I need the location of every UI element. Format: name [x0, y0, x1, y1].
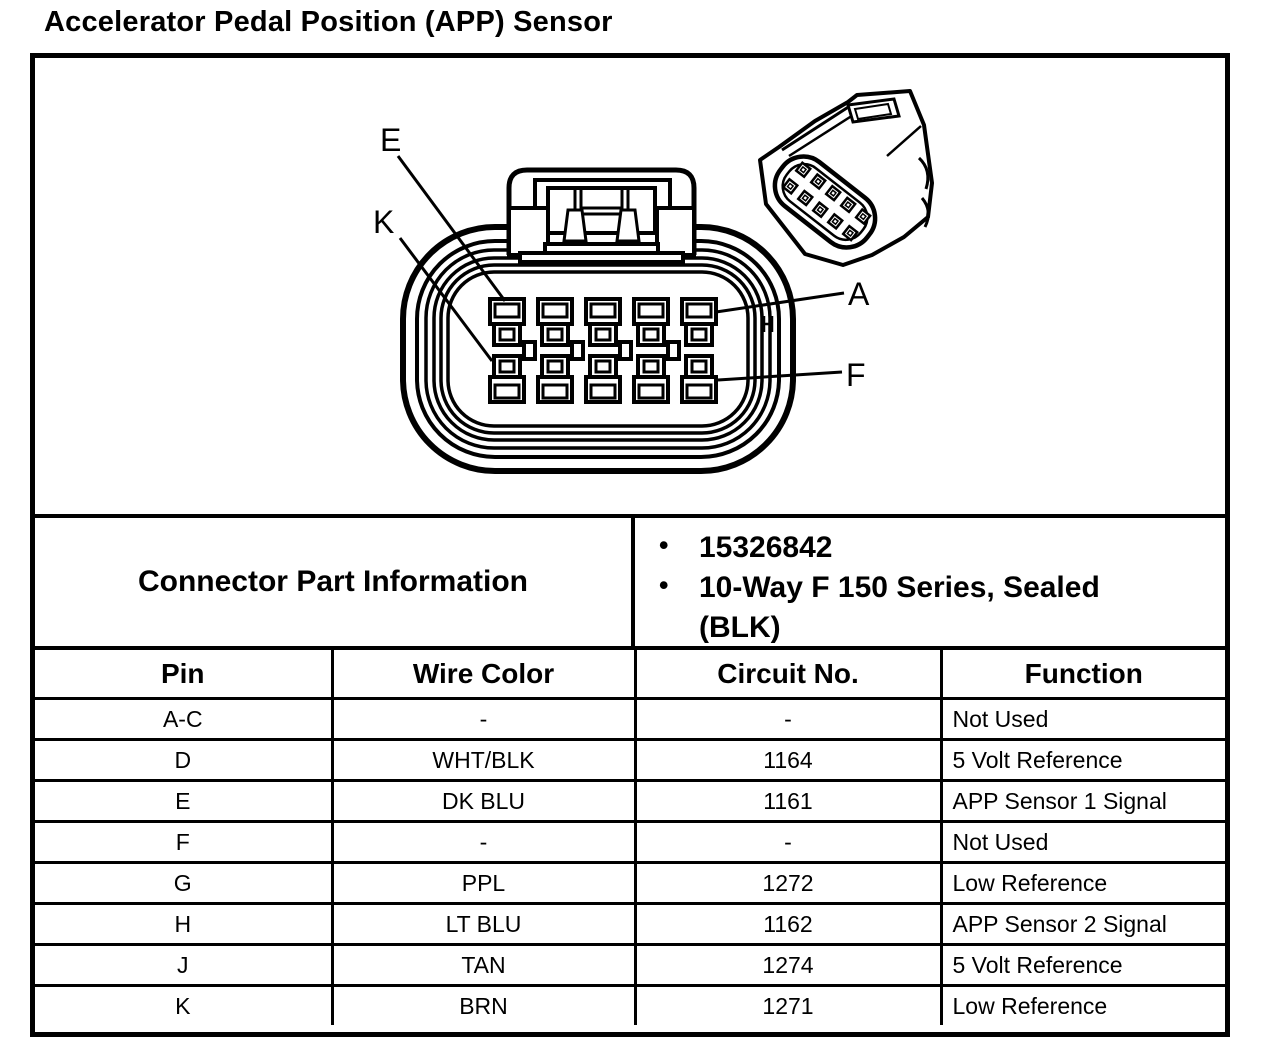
leader-line-a: [715, 291, 845, 314]
cell-pin: H: [35, 902, 334, 946]
part-info-details: • 15326842 • 10-Way F 150 Series, Sealed…: [635, 518, 1225, 646]
connector-diagram: E K A F: [373, 89, 934, 474]
cell-circuit-no: 1162: [633, 902, 943, 946]
part-info-row: Connector Part Information • 15326842 • …: [35, 518, 1225, 650]
cell-pin: F: [35, 820, 334, 864]
cell-function: 5 Volt Reference: [939, 738, 1225, 782]
list-item: • 10-Way F 150 Series, Sealed (BLK): [659, 568, 1225, 648]
leader-line-f: [717, 370, 843, 382]
connector-figure: E K A F: [35, 58, 1225, 518]
table-row: J TAN 1274 5 Volt Reference: [35, 943, 1225, 987]
cell-function: APP Sensor 2 Signal: [939, 902, 1225, 946]
part-number: 15326842: [699, 531, 833, 564]
cell-wire-color: TAN: [330, 943, 637, 987]
cell-pin: G: [35, 861, 334, 905]
bullet-icon: •: [659, 569, 669, 600]
table-row: F - - Not Used: [35, 820, 1225, 864]
cell-pin: D: [35, 738, 334, 782]
part-description: 10-Way F 150 Series, Sealed (BLK): [699, 570, 1100, 644]
cell-circuit-no: 1272: [633, 861, 943, 905]
pin-table: Pin Wire Color Circuit No. Function A-C …: [35, 650, 1225, 1025]
page-title: Accelerator Pedal Position (APP) Sensor: [44, 6, 613, 38]
cell-pin: K: [35, 984, 334, 1025]
table-row: A-C - - Not Used: [35, 697, 1225, 741]
latch-tower: [506, 167, 697, 264]
cell-wire-color: DK BLU: [330, 779, 637, 823]
cell-pin: J: [35, 943, 334, 987]
cell-wire-color: BRN: [330, 984, 637, 1025]
cell-function: Not Used: [939, 820, 1225, 864]
cell-circuit-no: -: [633, 820, 943, 864]
3d-view-mating-face: [772, 154, 878, 250]
leader-line-e: [396, 155, 507, 302]
cell-pin: E: [35, 779, 334, 823]
bullet-icon: •: [659, 530, 669, 560]
col-header-function: Function: [939, 650, 1225, 700]
cell-function: Low Reference: [939, 861, 1225, 905]
keying-feature: [762, 316, 774, 332]
cell-circuit-no: 1161: [633, 779, 943, 823]
cell-circuit-no: 1164: [633, 738, 943, 782]
pin-terminals-top-row: [488, 297, 718, 347]
keyway-slots: [522, 340, 681, 361]
col-header-wire: Wire Color: [330, 650, 637, 700]
connector-info-panel: E K A F: [30, 53, 1230, 1037]
leader-line-k: [398, 237, 494, 362]
cell-wire-color: WHT/BLK: [330, 738, 637, 782]
cell-circuit-no: -: [633, 697, 943, 741]
pin-label-e: E: [380, 122, 401, 158]
connector-3d-view: [758, 89, 934, 267]
pin-label-f: F: [846, 357, 866, 393]
table-row: D WHT/BLK 1164 5 Volt Reference: [35, 738, 1225, 782]
pin-label-a: A: [848, 276, 870, 312]
col-header-pin: Pin: [35, 650, 334, 700]
pin-label-k: K: [373, 204, 394, 240]
cell-wire-color: LT BLU: [330, 902, 637, 946]
table-row: H LT BLU 1162 APP Sensor 2 Signal: [35, 902, 1225, 946]
cell-function: Not Used: [939, 697, 1225, 741]
cell-circuit-no: 1271: [633, 984, 943, 1025]
cell-function: APP Sensor 1 Signal: [939, 779, 1225, 823]
cell-function: Low Reference: [939, 984, 1225, 1025]
cell-wire-color: PPL: [330, 861, 637, 905]
cell-circuit-no: 1274: [633, 943, 943, 987]
cell-wire-color: -: [330, 697, 637, 741]
cell-function: 5 Volt Reference: [939, 943, 1225, 987]
list-item: • 15326842: [659, 528, 1225, 568]
connector-front-view: E K A F: [373, 122, 870, 474]
part-info-heading: Connector Part Information: [35, 518, 635, 646]
3d-view-pin-holes: [781, 160, 872, 242]
table-row: G PPL 1272 Low Reference: [35, 861, 1225, 905]
table-header-row: Pin Wire Color Circuit No. Function: [35, 650, 1225, 700]
col-header-circuit: Circuit No.: [633, 650, 943, 700]
cell-wire-color: -: [330, 820, 637, 864]
cell-pin: A-C: [35, 697, 334, 741]
table-row: E DK BLU 1161 APP Sensor 1 Signal: [35, 779, 1225, 823]
pin-terminals-bottom-row: [488, 354, 718, 404]
table-row: K BRN 1271 Low Reference: [35, 984, 1225, 1025]
